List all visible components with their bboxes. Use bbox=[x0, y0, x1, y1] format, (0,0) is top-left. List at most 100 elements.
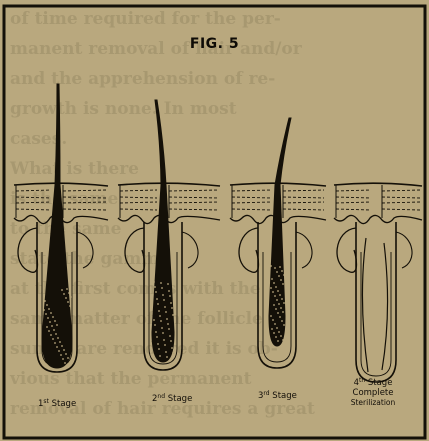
bulb-stipple bbox=[158, 310, 160, 312]
bulb-stipple bbox=[166, 318, 168, 320]
bulb-stipple bbox=[69, 361, 71, 363]
sebaceous-gland bbox=[396, 232, 412, 268]
bulb-stipple bbox=[159, 355, 161, 357]
bulb-stipple bbox=[169, 295, 171, 297]
skin-layer-line bbox=[283, 202, 324, 203]
bulb-stipple bbox=[283, 302, 285, 304]
bulb-stipple bbox=[166, 356, 168, 358]
bulb-stipple bbox=[54, 342, 56, 344]
stage-2-diagram bbox=[118, 100, 220, 370]
bulb-stipple bbox=[281, 298, 283, 300]
bulb-stipple bbox=[47, 317, 49, 319]
bulb-stipple bbox=[155, 291, 157, 293]
background-text-line: vious that the permanent bbox=[9, 369, 252, 389]
bulb-stipple bbox=[272, 319, 274, 321]
bulb-stipple bbox=[44, 300, 46, 302]
bulb-stipple bbox=[276, 299, 278, 301]
bulb-stipple bbox=[279, 294, 281, 296]
bulb-stipple bbox=[58, 350, 60, 352]
bulb-stipple bbox=[70, 296, 72, 298]
bulb-stipple bbox=[275, 286, 277, 288]
skin-layer-line bbox=[169, 190, 218, 191]
skin-layer-line bbox=[63, 209, 106, 210]
skin-layer-line bbox=[169, 202, 218, 203]
bulb-stipple bbox=[52, 338, 54, 340]
bulb-stipple bbox=[280, 279, 282, 281]
skin-layer-line bbox=[336, 190, 370, 191]
bulb-stipple bbox=[280, 307, 282, 309]
bulb-stipple bbox=[165, 311, 167, 313]
skin-surface bbox=[334, 183, 422, 186]
skin-layer-line bbox=[169, 209, 218, 210]
bulb-stipple bbox=[278, 303, 280, 305]
figure-title: FIG. 5 bbox=[0, 36, 429, 52]
bulb-stipple bbox=[283, 324, 285, 326]
skin-layer-line bbox=[232, 190, 271, 191]
stage-4-label: 4th Stage Complete Sterilization bbox=[343, 376, 403, 408]
bulb-stipple bbox=[55, 333, 57, 335]
bulb-stipple bbox=[154, 286, 156, 288]
hair-shaft bbox=[269, 118, 291, 346]
skin-layer-line bbox=[336, 209, 370, 210]
dermis-boundary bbox=[334, 215, 422, 223]
skin-surface bbox=[14, 183, 108, 186]
bulb-stipple bbox=[157, 303, 159, 305]
bulb-stipple bbox=[273, 332, 275, 334]
bulb-stipple bbox=[169, 335, 171, 337]
bulb-stipple bbox=[281, 270, 283, 272]
bulb-stipple bbox=[46, 304, 48, 306]
skin-layer-line bbox=[382, 197, 420, 198]
bulb-stipple bbox=[270, 315, 272, 317]
bulb-stipple bbox=[49, 321, 51, 323]
skin-layer-line bbox=[382, 202, 420, 203]
bulb-stipple bbox=[162, 294, 164, 296]
bulb-stipple bbox=[165, 351, 167, 353]
sebaceous-gland bbox=[337, 228, 356, 272]
skin-layer-line bbox=[232, 197, 271, 198]
skin-layer-line bbox=[120, 190, 157, 191]
bulb-stipple bbox=[61, 345, 63, 347]
bulb-stipple bbox=[59, 341, 61, 343]
bulb-stipple bbox=[276, 327, 278, 329]
skin-layer-line bbox=[283, 197, 324, 198]
bulb-stipple bbox=[156, 298, 158, 300]
background-text-line: stato the gamma bbox=[10, 249, 170, 269]
bulb-stipple bbox=[62, 358, 64, 360]
skin-layer-line bbox=[283, 209, 324, 210]
bulb-stipple bbox=[57, 337, 59, 339]
bulb-stipple bbox=[283, 274, 285, 276]
bulb-stipple bbox=[50, 312, 52, 314]
bulb-stipple bbox=[160, 320, 162, 322]
sebaceous-gland bbox=[239, 228, 258, 272]
bulb-stipple bbox=[65, 353, 67, 355]
bulb-stipple bbox=[278, 275, 280, 277]
stage-1-label: 1st Stage bbox=[38, 397, 76, 409]
bulb-stipple bbox=[67, 357, 69, 359]
bulb-stipple bbox=[168, 290, 170, 292]
bulb-stipple bbox=[170, 340, 172, 342]
bulb-stipple bbox=[161, 287, 163, 289]
skin-layer-line bbox=[120, 202, 157, 203]
bulb-stipple bbox=[154, 324, 156, 326]
sebaceous-gland bbox=[182, 232, 198, 268]
bulb-stipple bbox=[167, 323, 169, 325]
bulb-stipple bbox=[43, 287, 45, 289]
bulb-stipple bbox=[67, 301, 69, 303]
bulb-stipple bbox=[157, 343, 159, 345]
bulb-stipple bbox=[172, 352, 174, 354]
skin-layer-line bbox=[283, 190, 324, 191]
bulb-stipple bbox=[56, 346, 58, 348]
bulb-stipple bbox=[274, 323, 276, 325]
background-text-line: and the apprehension of re- bbox=[10, 69, 275, 89]
bulb-stipple bbox=[156, 336, 158, 338]
bulb-stipple bbox=[274, 267, 276, 269]
bulb-stipple bbox=[274, 295, 276, 297]
bulb-stipple bbox=[170, 302, 172, 304]
bulb-stipple bbox=[66, 288, 68, 290]
skin-layer-line bbox=[169, 197, 218, 198]
sebaceous-gland bbox=[296, 232, 312, 268]
bulb-stipple bbox=[282, 339, 284, 341]
bulb-stipple bbox=[53, 329, 55, 331]
bulb-stipple bbox=[275, 308, 277, 310]
